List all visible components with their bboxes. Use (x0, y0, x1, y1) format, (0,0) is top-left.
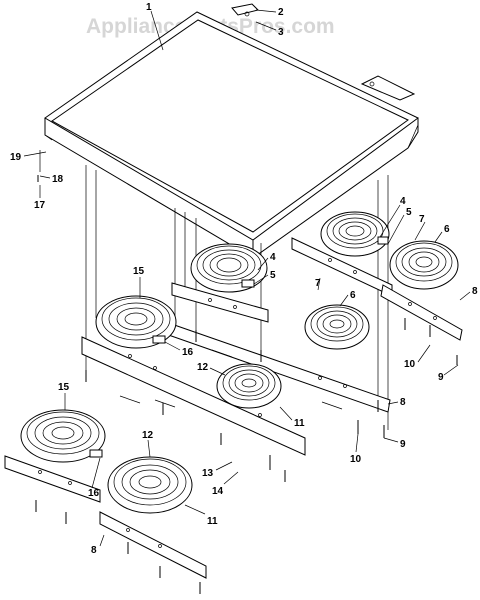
radiant-element-right (389, 240, 459, 290)
callout-11-rear: 11 (294, 418, 305, 429)
callout-15-rear: 15 (133, 266, 145, 277)
callout-1: 1 (146, 2, 152, 13)
callout-10-rear: 10 (404, 359, 416, 370)
callout-5-right: 5 (406, 207, 412, 218)
callout-9-rear: 9 (438, 372, 444, 383)
radiant-element-left (95, 295, 177, 349)
radiant-element-front-center (107, 456, 193, 514)
radiant-element-front-left (20, 409, 106, 463)
callout-7-right: 7 (419, 214, 425, 225)
radiant-element-rear-center (190, 243, 268, 293)
leader-lines (23, 9, 471, 547)
callout-4-center: 4 (270, 252, 276, 263)
callout-8-middle: 8 (400, 397, 406, 408)
callout-7-center: 7 (315, 278, 321, 289)
callout-6-right: 6 (444, 224, 450, 235)
callout-13: 13 (202, 468, 214, 479)
callout-11-front: 11 (207, 516, 218, 527)
assembly-lines (39, 150, 389, 430)
screws (35, 175, 458, 594)
callout-labels: 1 2 3 19 18 17 4 5 7 6 4 5 7 6 8 10 9 15… (10, 2, 478, 556)
callout-6-center: 6 (350, 290, 356, 301)
callout-17: 17 (34, 200, 46, 211)
radiant-element-center (216, 363, 282, 409)
callout-12-front: 12 (142, 430, 154, 441)
callout-9-middle: 9 (400, 439, 406, 450)
callout-10-middle: 10 (350, 454, 362, 465)
radiant-element-rear-right (320, 211, 390, 257)
callout-16-rear: 16 (182, 347, 194, 358)
callout-16-front: 16 (88, 488, 100, 499)
callout-12-rear: 12 (197, 362, 209, 373)
burner-bracket-rear (171, 237, 463, 341)
callout-14: 14 (212, 486, 224, 497)
callout-8-rear: 8 (472, 286, 478, 297)
callout-8-front: 8 (91, 545, 97, 556)
callout-5-center: 5 (270, 270, 276, 281)
callout-3: 3 (278, 27, 284, 38)
callout-15-front: 15 (58, 382, 70, 393)
radiant-element-middle-right (304, 304, 370, 350)
callout-18: 18 (52, 174, 64, 185)
callout-4-right: 4 (400, 196, 406, 207)
callout-19: 19 (10, 152, 22, 163)
callout-2: 2 (278, 7, 284, 18)
burner-bracket-front (4, 455, 207, 579)
